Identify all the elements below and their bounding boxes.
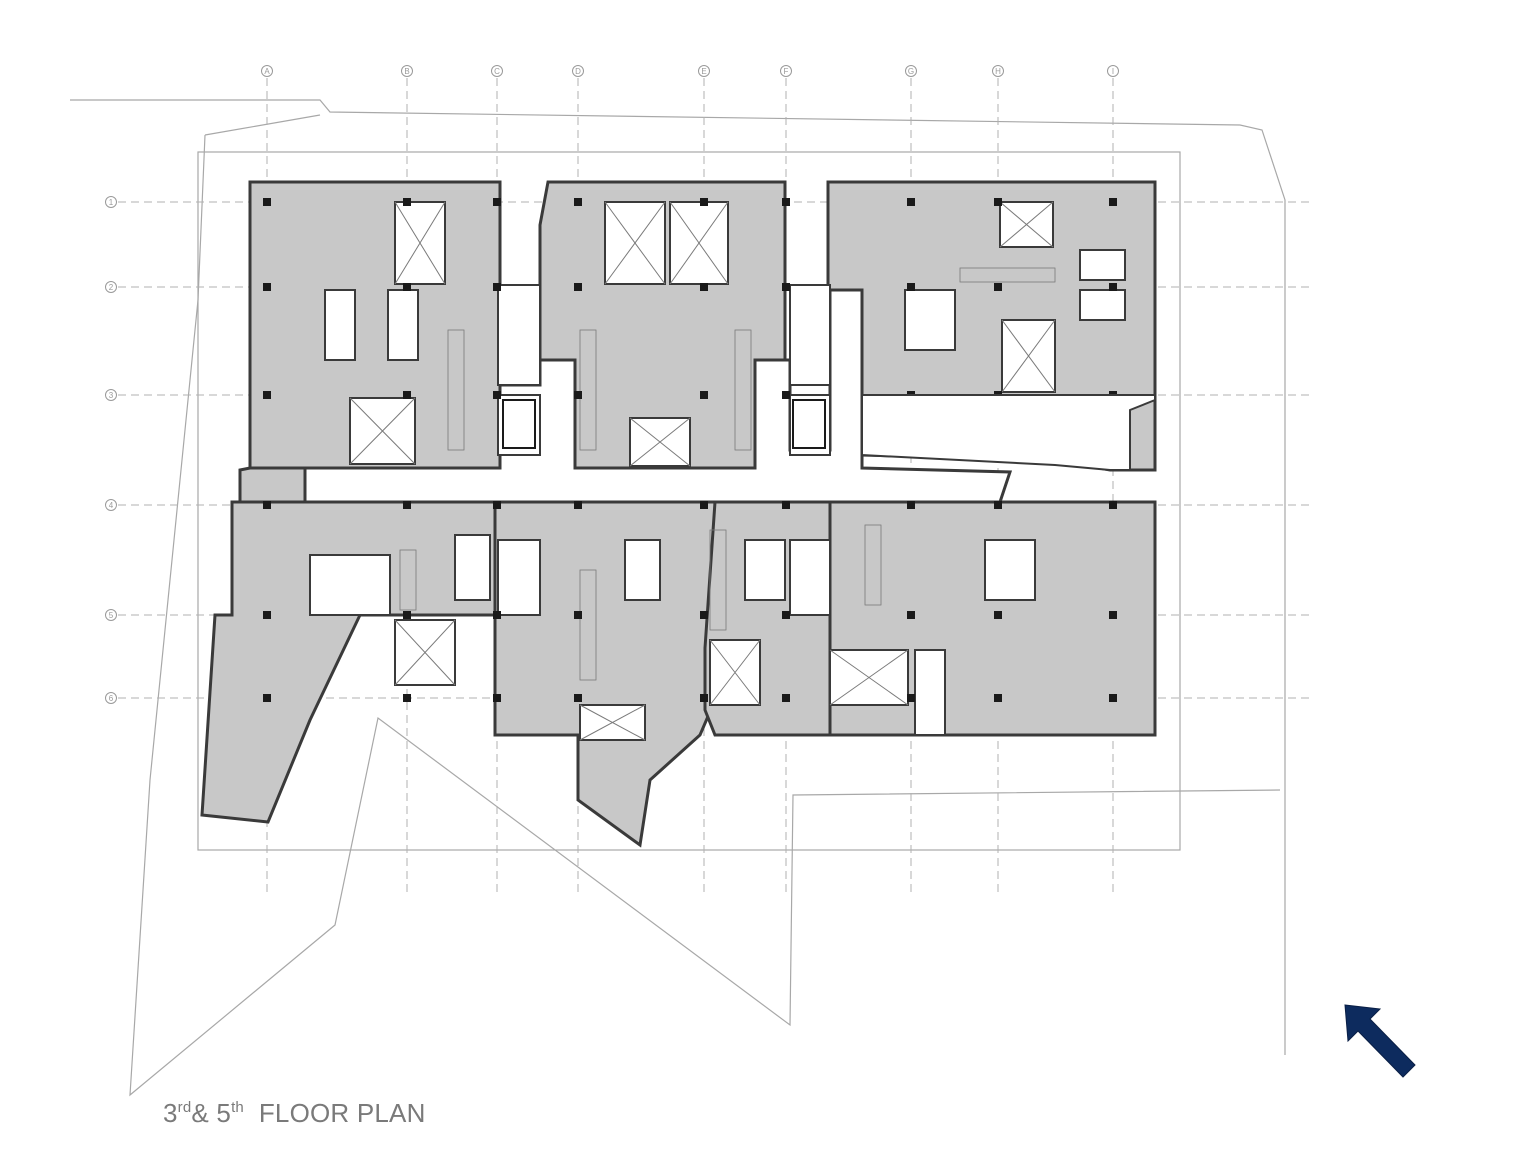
structural-column [493,694,501,702]
structural-column [994,694,1002,702]
structural-column [907,283,915,291]
structural-column [1109,501,1117,509]
structural-column [403,611,411,619]
structural-column [782,391,790,399]
structural-column [700,198,708,206]
grid-row-label: 2 [109,283,114,292]
grid-column-label: G [908,67,914,76]
elevator-icon [502,399,826,449]
structural-column [782,694,790,702]
grid-row-bubble [105,609,117,621]
grid-column-label: I [1112,67,1114,76]
structural-column [574,391,582,399]
structural-column [403,501,411,509]
structural-column [700,283,708,291]
structural-column [700,694,708,702]
grid-column-label: A [264,67,270,76]
structural-column [493,283,501,291]
structural-column [1109,198,1117,206]
grid-column-label: B [404,67,409,76]
title-superscript: th [231,1099,244,1116]
structural-column [574,694,582,702]
structural-column [403,694,411,702]
grid-row-label: 6 [109,694,114,703]
structural-column [994,611,1002,619]
structural-column [907,198,915,206]
structural-column [403,283,411,291]
grid-column-bubble [1107,65,1119,77]
structural-column [1109,283,1117,291]
structural-column [907,611,915,619]
north-arrow-icon [1344,1004,1416,1078]
grid-column-bubble [401,65,413,77]
title-text: 3 [163,1098,178,1128]
void-markers [349,201,1056,741]
structural-column [907,501,915,509]
east-wing-slope [861,394,1156,471]
grid-column-label: C [494,67,500,76]
structural-column [700,391,708,399]
grid-row-label: 3 [109,391,114,400]
grid-column-label: D [575,67,581,76]
structural-column [574,283,582,291]
structural-column [782,611,790,619]
structural-column [574,198,582,206]
grid-column-bubble [992,65,1004,77]
title-superscript: rd [177,1099,192,1116]
structural-column [493,391,501,399]
grid-column-bubble [491,65,503,77]
structural-column [574,501,582,509]
structural-column [263,611,271,619]
structural-column [263,198,271,206]
structural-column [263,391,271,399]
grid-row-bubble [105,499,117,511]
grid-column-label: F [784,67,789,76]
structural-column [782,283,790,291]
grid-column-label: E [701,67,706,76]
grid-row-bubble [105,692,117,704]
site-boundary [70,99,1286,1097]
structural-column [907,694,915,702]
structural-column [700,611,708,619]
grid-column-bubble [261,65,273,77]
grid-row-label: 4 [109,501,114,510]
structural-column [1109,694,1117,702]
structural-column [263,501,271,509]
structural-column [700,501,708,509]
grid-row-bubble [105,281,117,293]
grid-column-bubble [698,65,710,77]
structural-column [403,391,411,399]
structural-column [782,501,790,509]
title-text: FLOOR PLAN [243,1098,426,1128]
structural-column [493,198,501,206]
grid-row-bubble [105,389,117,401]
title-text: & 5 [191,1098,232,1128]
structural-column [994,198,1002,206]
structural-column [994,283,1002,291]
page-title: 3rd& 5th FLOOR PLAN [163,1098,426,1129]
grid-row-label: 5 [109,611,114,620]
structural-column [263,283,271,291]
structural-column [574,611,582,619]
structural-column [493,501,501,509]
grid-column-bubble [572,65,584,77]
structural-column [493,611,501,619]
grid-column-bubble [905,65,917,77]
stair-icon [399,267,1056,681]
grid-row-bubble [105,196,117,208]
structural-column [782,198,790,206]
grid-column-label: H [995,67,1001,76]
structural-column [403,198,411,206]
structural-column [1109,611,1117,619]
structural-column [263,694,271,702]
grid-row-label: 1 [109,198,114,207]
grid-column-bubble [780,65,792,77]
structural-column [994,501,1002,509]
